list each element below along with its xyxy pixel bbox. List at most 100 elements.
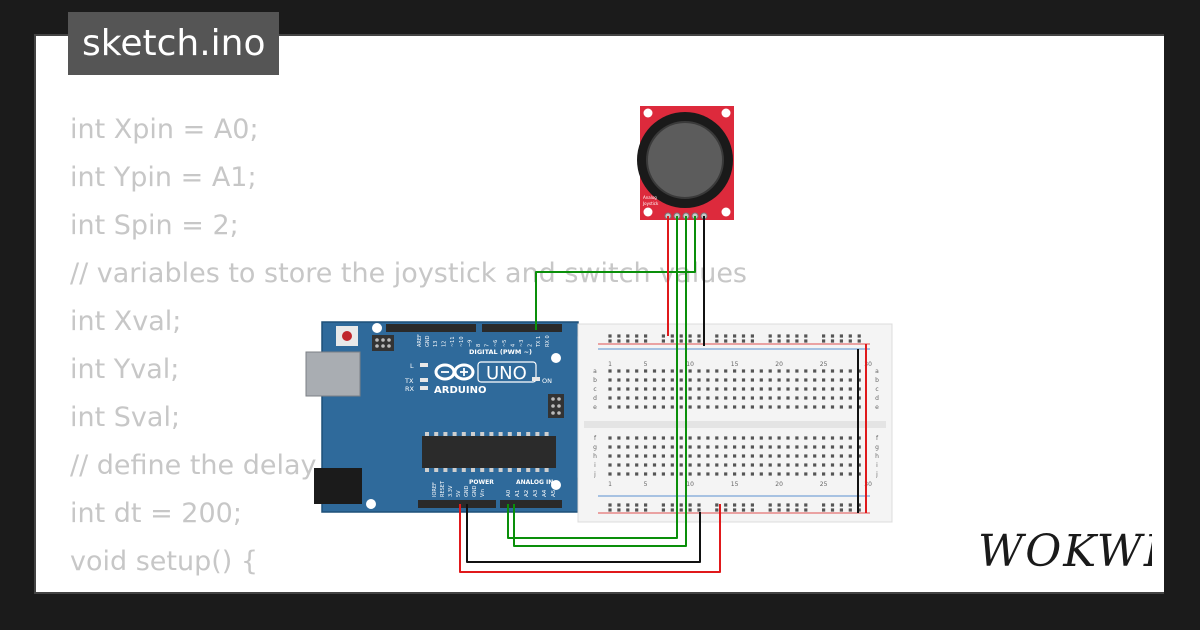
digital-pin-label: 8 bbox=[476, 344, 482, 347]
power-pin-label: 5V bbox=[456, 490, 462, 497]
breadboard-hole bbox=[750, 405, 754, 409]
breadboard-hole bbox=[661, 405, 665, 409]
breadboard-hole bbox=[706, 405, 710, 409]
joystick-knob[interactable] bbox=[646, 121, 724, 199]
breadboard-hole bbox=[750, 378, 754, 382]
rail-hole bbox=[617, 339, 621, 343]
breadboard-hole bbox=[608, 472, 612, 476]
breadboard-hole bbox=[759, 463, 763, 467]
breadboard-hole bbox=[652, 396, 657, 400]
breadboard-hole bbox=[617, 405, 621, 409]
column-number: 25 bbox=[820, 481, 828, 488]
breadboard-hole bbox=[706, 378, 710, 382]
code-line: int dt = 200; bbox=[70, 498, 242, 529]
breadboard-hole bbox=[830, 369, 835, 373]
breadboard-hole bbox=[733, 436, 737, 440]
wire-horizontal-a0[interactable] bbox=[513, 216, 687, 547]
breadboard-hole bbox=[626, 369, 630, 373]
tx-label: TX bbox=[404, 377, 414, 385]
rail-hole bbox=[617, 334, 621, 338]
breadboard-hole bbox=[786, 387, 790, 391]
breadboard-hole bbox=[813, 378, 817, 382]
breadboard-hole bbox=[804, 472, 808, 476]
breadboard-hole bbox=[795, 369, 799, 373]
breadboard-hole bbox=[733, 445, 737, 449]
breadboard-hole bbox=[724, 472, 728, 476]
digital-pin-label: ~11 bbox=[450, 336, 456, 347]
breadboard-hole bbox=[804, 445, 808, 449]
rail-hole bbox=[777, 508, 781, 512]
breadboard-hole bbox=[786, 454, 790, 458]
analog-header bbox=[500, 500, 562, 508]
breadboard-hole bbox=[804, 405, 808, 409]
breadboard-hole bbox=[848, 436, 852, 440]
breadboard-hole bbox=[706, 463, 710, 467]
breadboard-hole bbox=[768, 454, 772, 458]
reset-button-cap[interactable] bbox=[342, 331, 352, 341]
chip-pin bbox=[544, 468, 549, 472]
breadboard-hole bbox=[617, 369, 621, 373]
breadboard-hole bbox=[795, 405, 799, 409]
chip-pin bbox=[517, 468, 521, 472]
rail-hole bbox=[661, 339, 665, 343]
digital-pin-label: 12 bbox=[442, 341, 448, 347]
chip-pin bbox=[507, 432, 512, 436]
arduino-logo bbox=[434, 363, 475, 381]
mount-hole bbox=[721, 207, 731, 217]
breadboard-hole bbox=[777, 463, 781, 467]
rail-hole bbox=[822, 334, 826, 338]
center-channel bbox=[584, 421, 886, 428]
breadboard-hole bbox=[706, 387, 710, 391]
mount-hole bbox=[721, 108, 731, 118]
wire-switch[interactable] bbox=[535, 216, 696, 330]
breadboard-hole bbox=[644, 463, 648, 467]
wire-ground[interactable] bbox=[466, 504, 701, 563]
breadboard-hole bbox=[679, 396, 683, 400]
rail-hole bbox=[608, 334, 612, 338]
power-pin-label: IOREF bbox=[432, 482, 438, 497]
breadboard-hole bbox=[706, 369, 710, 373]
column-number: 5 bbox=[644, 481, 648, 488]
breadboard-hole bbox=[661, 378, 665, 382]
rail-hole bbox=[822, 339, 826, 343]
model-label: UNO bbox=[486, 363, 527, 384]
rail-hole bbox=[697, 334, 701, 338]
breadboard-hole bbox=[839, 369, 843, 373]
breadboard-hole bbox=[635, 454, 639, 458]
column-number: 1 bbox=[608, 481, 612, 488]
analog-joystick[interactable]: Analog Joystick bbox=[637, 106, 734, 220]
rail-hole bbox=[661, 508, 665, 512]
wire-vertical-a1[interactable] bbox=[507, 216, 678, 539]
breadboard-hole bbox=[741, 445, 746, 449]
breadboard-hole bbox=[804, 396, 808, 400]
breadboard-hole bbox=[857, 463, 861, 467]
wire-5v[interactable] bbox=[459, 504, 721, 573]
file-tab[interactable]: sketch.ino bbox=[68, 12, 280, 75]
rail-hole bbox=[670, 334, 674, 338]
breadboard-hole bbox=[652, 472, 657, 476]
breadboard-hole bbox=[759, 445, 763, 449]
rail-hole bbox=[688, 508, 692, 512]
column-number: 20 bbox=[775, 481, 783, 488]
breadboard-hole bbox=[608, 436, 612, 440]
rail-hole bbox=[830, 508, 835, 512]
chip-pin bbox=[425, 432, 429, 436]
rail-hole bbox=[644, 508, 648, 512]
breadboard-hole bbox=[741, 472, 746, 476]
breadboard-hole bbox=[795, 378, 799, 382]
breadboard-hole bbox=[670, 454, 674, 458]
digital-pin-label: ~5 bbox=[502, 340, 508, 347]
rail-hole bbox=[679, 334, 683, 338]
breadboard-hole bbox=[679, 472, 683, 476]
breadboard-hole bbox=[661, 387, 665, 391]
breadboard-hole bbox=[733, 472, 737, 476]
digital-header-right bbox=[482, 324, 562, 332]
breadboard-hole bbox=[724, 405, 728, 409]
breadboard-hole bbox=[777, 396, 781, 400]
power-jack bbox=[314, 468, 362, 504]
rail-hole bbox=[733, 503, 737, 507]
chip-pin bbox=[498, 432, 503, 436]
breadboard-hole bbox=[768, 405, 772, 409]
